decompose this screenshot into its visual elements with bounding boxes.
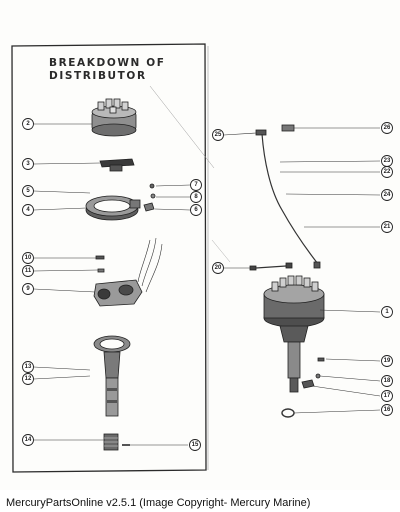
part-distributor-assembly	[263, 275, 325, 393]
callout-21: 21	[381, 221, 393, 233]
callout-17: 17	[381, 390, 393, 402]
svg-text:14: 14	[25, 437, 32, 443]
callout-8: 8	[190, 191, 202, 203]
part-rotor	[99, 158, 135, 172]
leader-lines	[33, 123, 381, 446]
callout-1: 1	[381, 306, 393, 318]
svg-text:20: 20	[215, 265, 222, 271]
svg-text:4: 4	[26, 207, 30, 213]
diagram-paper	[0, 0, 400, 490]
part-distributor-cap	[91, 98, 137, 137]
callout-26: 26	[381, 122, 393, 134]
svg-text:21: 21	[384, 224, 391, 230]
callout-23: 23	[381, 155, 393, 167]
svg-text:16: 16	[384, 407, 391, 413]
diagram-title-line2: DISTRIBUTOR	[49, 70, 147, 82]
svg-text:13: 13	[25, 364, 32, 370]
callout-3: 3	[22, 158, 34, 170]
svg-text:9: 9	[26, 286, 30, 292]
svg-text:7: 7	[194, 182, 198, 188]
diagram-title-line1: BREAKDOWN OF	[49, 57, 166, 69]
svg-text:3: 3	[26, 161, 30, 167]
callout-7: 7	[190, 179, 202, 191]
svg-text:18: 18	[384, 378, 391, 384]
callout-16: 16	[381, 404, 393, 416]
callout-10: 10	[22, 252, 34, 264]
part-distributor-shaft	[93, 335, 131, 417]
svg-text:25: 25	[215, 132, 222, 138]
svg-text:5: 5	[26, 188, 30, 194]
scan-artifact	[149, 85, 215, 169]
svg-text:10: 10	[25, 255, 32, 261]
part-small-clips	[143, 183, 156, 212]
svg-text:17: 17	[384, 393, 391, 399]
callout-14: 14	[22, 434, 34, 446]
callout-19: 19	[381, 355, 393, 367]
callout-15: 15	[189, 439, 201, 451]
svg-text:23: 23	[384, 158, 391, 164]
callout-12: 12	[22, 373, 34, 385]
callout-6: 6	[190, 204, 202, 216]
callout-22: 22	[381, 166, 393, 178]
callout-9: 9	[22, 283, 34, 295]
callout-4: 4	[22, 204, 34, 216]
svg-text:6: 6	[194, 207, 198, 213]
part-roll-pin	[122, 444, 130, 446]
svg-text:12: 12	[25, 376, 32, 382]
distributor-breakdown-diagram: BREAKDOWN OF DISTRIBUTOR	[0, 0, 400, 490]
callout-2: 2	[22, 118, 34, 130]
part-pickup-coil	[93, 237, 163, 307]
svg-text:15: 15	[192, 442, 199, 448]
callout-11: 11	[22, 265, 34, 277]
svg-text:1: 1	[385, 309, 389, 315]
svg-text:24: 24	[384, 192, 391, 198]
part-primary-lead	[255, 124, 321, 269]
callout-24: 24	[381, 189, 393, 201]
callout-18: 18	[381, 375, 393, 387]
svg-text:22: 22	[384, 169, 391, 175]
part-hold-down-hardware	[301, 357, 325, 389]
callout-25: 25	[212, 129, 224, 141]
part-screws	[95, 255, 105, 273]
callout-20: 20	[212, 262, 224, 274]
breakdown-panel-border	[11, 43, 207, 473]
part-drive-gear	[103, 433, 119, 451]
callout-13: 13	[22, 361, 34, 373]
svg-text:26: 26	[384, 125, 391, 131]
scan-artifact	[211, 239, 231, 263]
callout-5: 5	[22, 185, 34, 197]
image-caption: MercuryPartsOnline v2.5.1 (Image Copyrig…	[6, 497, 311, 509]
part-advance-ring	[85, 195, 141, 221]
svg-text:8: 8	[194, 194, 198, 200]
svg-text:2: 2	[26, 121, 30, 127]
svg-text:19: 19	[384, 358, 391, 364]
svg-text:11: 11	[25, 268, 32, 274]
